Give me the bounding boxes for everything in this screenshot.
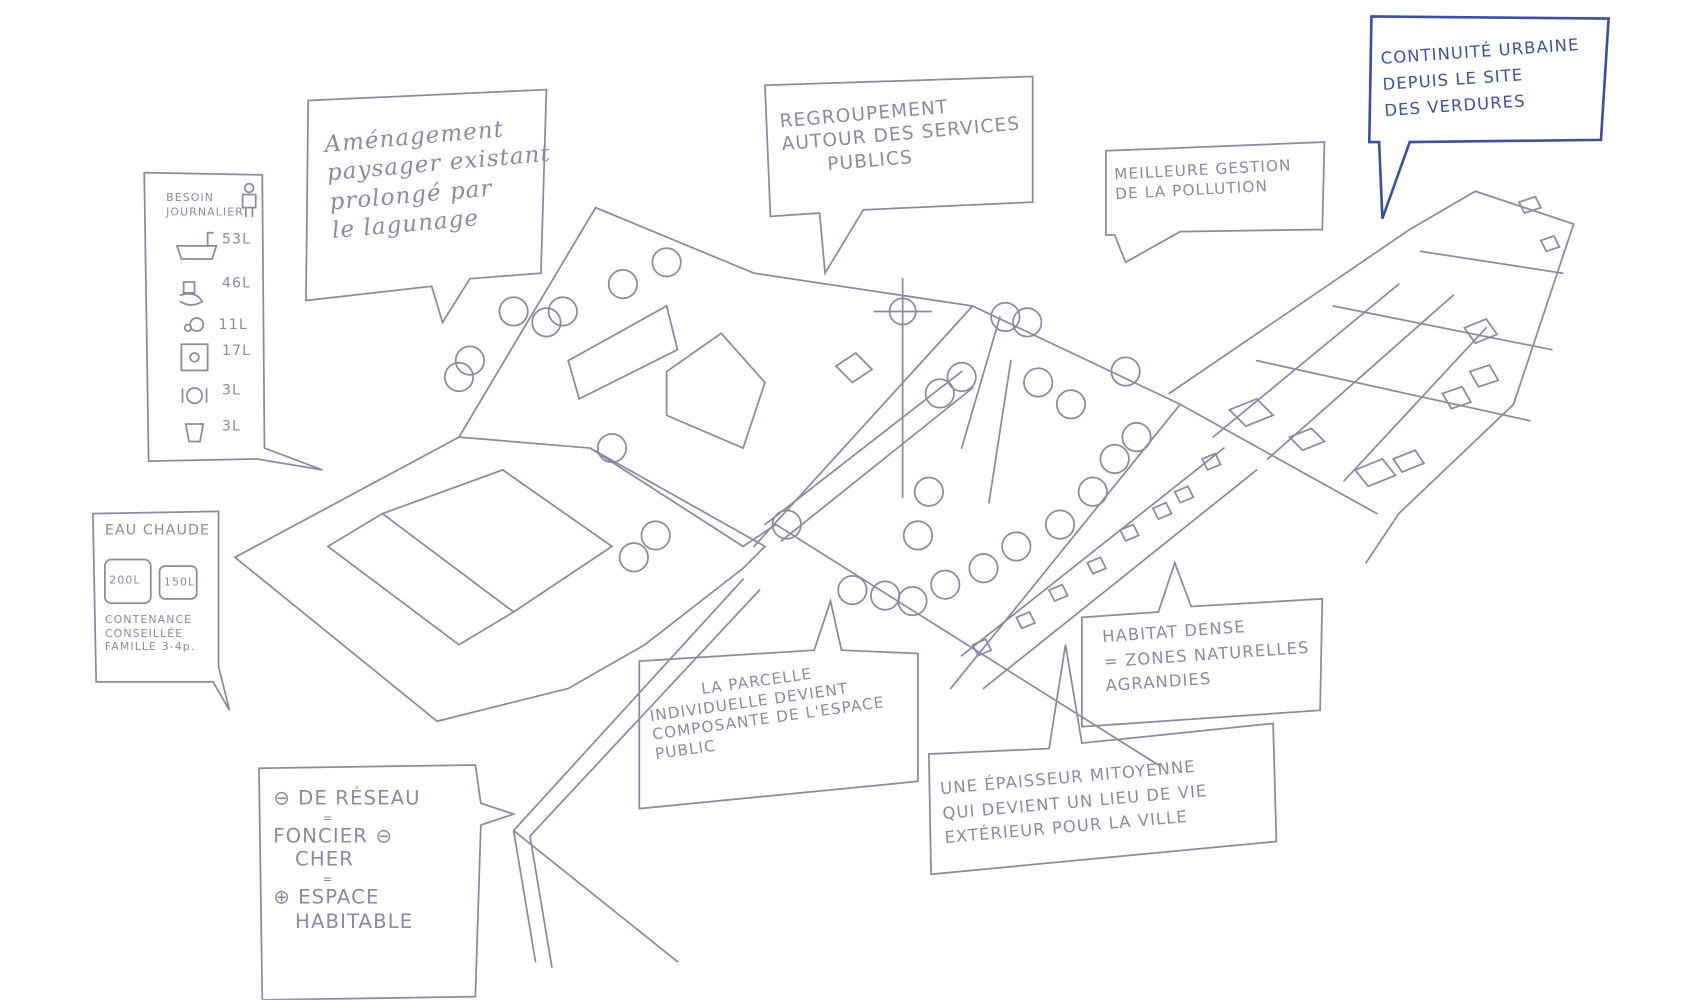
water-need-washing: 17L bbox=[221, 343, 252, 360]
water-need-bath: 53L bbox=[221, 231, 252, 249]
person-icon bbox=[241, 182, 257, 218]
note-reseau: ⊖ DE RÉSEAU = FONCIER ⊖ CHER = ⊕ ESPACE … bbox=[273, 787, 420, 934]
bathtub-icon bbox=[175, 231, 218, 260]
water-need-cleaning: 3L bbox=[221, 418, 241, 435]
tree-mark bbox=[771, 509, 802, 540]
note-line: = bbox=[322, 872, 334, 887]
washing-machine-icon bbox=[180, 343, 209, 372]
houses bbox=[834, 195, 1561, 657]
tree-mark bbox=[968, 553, 999, 584]
tree-mark bbox=[1099, 443, 1130, 475]
note-habitat: HABITAT DENSE = ZONES NATURELLES AGRANDI… bbox=[1101, 610, 1312, 698]
tree-mark bbox=[990, 301, 1021, 332]
site-plan-outlines bbox=[233, 190, 1575, 969]
note-line: CONTENANCE bbox=[104, 614, 193, 627]
tree-mark bbox=[498, 296, 529, 327]
tree-mark bbox=[897, 585, 928, 617]
note-line: HABITABLE bbox=[295, 910, 414, 933]
tree-mark bbox=[596, 432, 628, 464]
tree-mark bbox=[618, 542, 649, 573]
tree-mark bbox=[547, 296, 578, 327]
water-tank-icons bbox=[104, 558, 198, 605]
tree-mark bbox=[1012, 307, 1043, 338]
note-line: BESOIN bbox=[166, 192, 215, 205]
tree-mark bbox=[924, 378, 955, 409]
bucket-icon bbox=[184, 423, 205, 443]
tree-mark bbox=[1044, 509, 1076, 540]
tank-150: 150L bbox=[163, 576, 196, 590]
tree-mark bbox=[531, 307, 562, 338]
tree-mark bbox=[870, 580, 901, 611]
note-line: = bbox=[322, 810, 334, 825]
tree-mark bbox=[1121, 422, 1152, 453]
tree-mark bbox=[454, 345, 485, 376]
tree-mark bbox=[1077, 476, 1108, 507]
tree-mark bbox=[607, 269, 638, 300]
tank-200: 200L bbox=[109, 574, 141, 587]
note-line: FAMILLE 3-4p. bbox=[104, 641, 196, 654]
water-need-toilet: 46L bbox=[221, 275, 252, 292]
note-box-outlines bbox=[91, 15, 1610, 1000]
note-eau-chaude-title: EAU CHAUDE bbox=[104, 522, 211, 539]
tree-mark bbox=[1001, 531, 1032, 562]
tree-mark bbox=[902, 520, 934, 551]
note-continuite: CONTINUITÉ URBAINE DEPUIS LE SITE DES VE… bbox=[1380, 31, 1584, 123]
note-line: CHER bbox=[295, 848, 355, 872]
tree-mark bbox=[913, 476, 944, 507]
toilet-icon bbox=[179, 281, 204, 306]
note-besoin-title: BESOIN JOURNALIER bbox=[166, 192, 244, 219]
tree-mark bbox=[1110, 356, 1141, 387]
note-lagunage: Aménagement paysager existant prolongé p… bbox=[323, 111, 557, 245]
water-need-dishes: 3L bbox=[221, 382, 241, 399]
trees bbox=[443, 247, 1152, 617]
note-line: ⊖ DE RÉSEAU bbox=[273, 786, 421, 810]
tree-mark bbox=[946, 361, 977, 393]
water-need-garden: 11L bbox=[218, 316, 248, 334]
dishes-icon bbox=[181, 387, 208, 405]
note-line: FONCIER ⊖ bbox=[273, 824, 393, 848]
tree-mark bbox=[1023, 367, 1054, 398]
tree-mark bbox=[640, 520, 671, 551]
note-line: CONSEILLÉE bbox=[104, 627, 184, 640]
note-line: ⊕ ESPACE bbox=[273, 886, 380, 910]
flower-water-icon bbox=[183, 317, 205, 332]
note-line: JOURNALIER bbox=[166, 205, 244, 219]
tree-mark bbox=[1055, 389, 1087, 420]
note-eau-chaude-caption: CONTENANCE CONSEILLÉE FAMILLE 3-4p. bbox=[105, 614, 195, 655]
tree-mark bbox=[930, 569, 961, 600]
tree-mark bbox=[837, 575, 868, 606]
tree-mark bbox=[651, 247, 682, 278]
tree-mark bbox=[443, 361, 475, 393]
